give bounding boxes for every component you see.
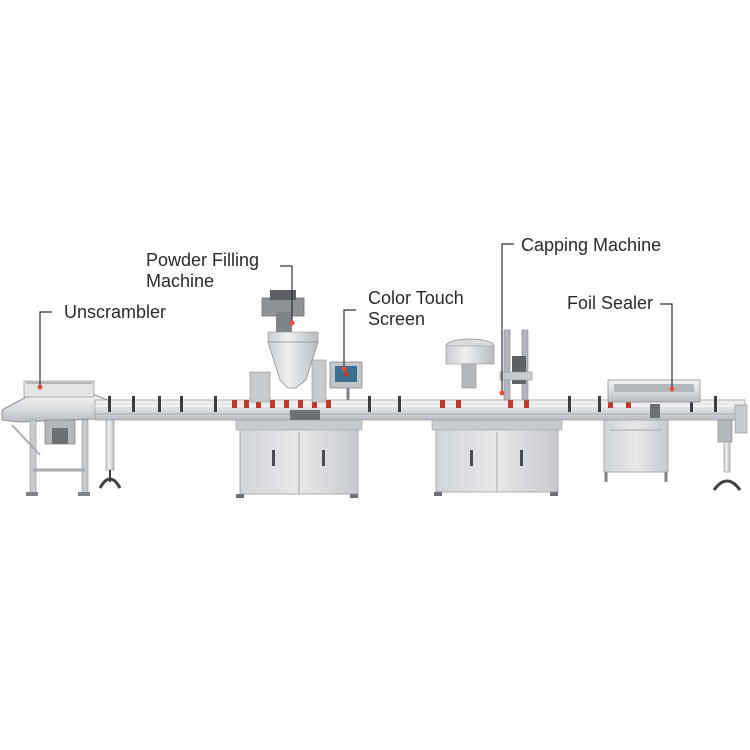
conveyor-belt [94,396,746,421]
label-color-touch-screen: Color Touch Screen [368,288,464,330]
leader-lines [39,243,673,392]
conveyor-support-legs [98,404,748,491]
unscrambler-machine [1,380,121,496]
capping-machine [431,329,563,496]
label-foil-sealer-text: Foil Sealer [567,293,654,313]
label-color-touch-line2: Screen [368,309,426,329]
label-color-touch-line1: Color Touch [368,288,464,308]
label-powder-filling-line2: Machine [146,271,215,291]
label-unscrambler: Unscrambler [64,302,166,323]
label-capping-machine: Capping Machine [521,235,661,256]
label-unscrambler-text: Unscrambler [64,302,167,322]
foil-sealer [603,379,701,482]
label-capping-text: Capping Machine [521,235,662,255]
label-foil-sealer: Foil Sealer [567,293,653,314]
label-powder-filling-machine: Powder Filling Machine [146,250,259,292]
leader-dots [37,320,675,396]
color-touch-screen [329,361,363,400]
label-powder-filling-line1: Powder Filling [146,250,260,270]
powder-filling-machine [235,290,363,498]
